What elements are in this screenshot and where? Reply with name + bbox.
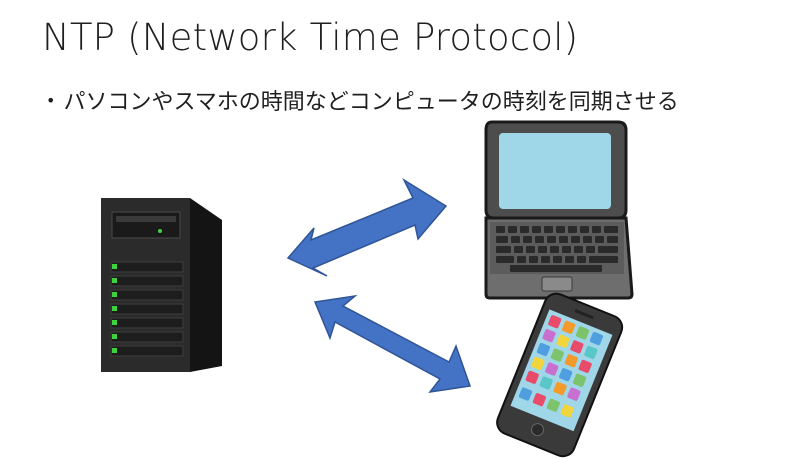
app-icons [518,315,603,418]
bullet-item: • パソコンやスマホの時間などコンピュータの時刻を同期させる [46,84,679,116]
double-arrow-icon [313,294,472,394]
slide-title: NTP (Network Time Protocol) [42,16,579,59]
laptop-icon [484,120,634,300]
server-bays [110,261,184,357]
bullet-marker: • [46,90,56,110]
bullet-text: パソコンやスマホの時間などコンピュータの時刻を同期させる [63,90,679,115]
double-arrow-icon [286,177,448,277]
server-tower-icon [101,198,222,372]
smartphone-icon [496,292,624,458]
